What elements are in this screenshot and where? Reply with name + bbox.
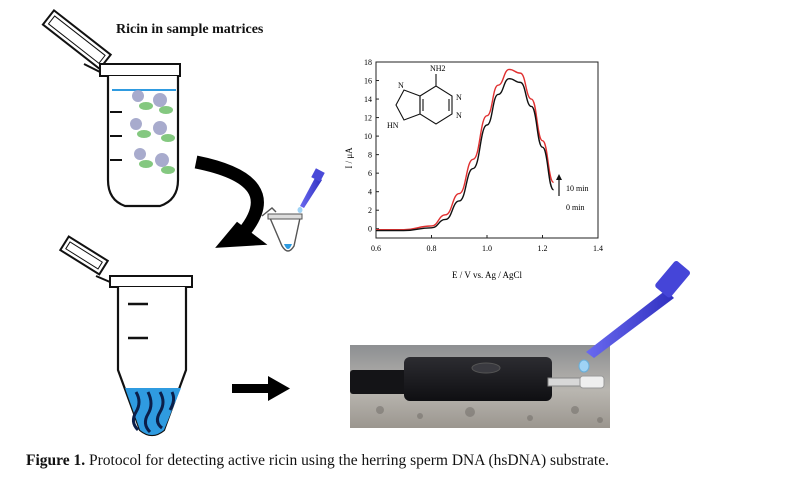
straight-arrow <box>232 376 290 401</box>
eppendorf-tube <box>58 235 193 437</box>
y-tick-label: 14 <box>364 95 372 104</box>
figure-caption: Figure 1. Protocol for detecting active … <box>26 452 609 470</box>
caption-label: Figure 1. <box>26 452 86 469</box>
adenine-molecule <box>395 74 453 125</box>
curved-arrow <box>194 155 268 248</box>
series-line-0-min <box>376 77 555 232</box>
x-tick-label: 1.2 <box>538 244 548 253</box>
microtube-small <box>261 207 303 252</box>
pipette-small <box>297 168 325 213</box>
atom-nh9: HN <box>387 121 399 130</box>
time-arrow-head <box>556 174 562 180</box>
y-axis-label: I / μA <box>344 147 354 169</box>
x-tick-label: 1.4 <box>593 244 603 253</box>
voltammogram-chart: 0 2 4 6 8 10 12 14 16 18 0.6 0.8 1.0 1.2 1.4 E / V vs… <box>344 58 603 280</box>
annotation-0min: 0 min <box>566 203 584 212</box>
y-tick-label: 18 <box>364 58 372 67</box>
y-tick-label: 6 <box>368 169 372 178</box>
series-line-10-min <box>375 68 555 231</box>
y-tick-label: 10 <box>364 132 372 141</box>
annotation-10min: 10 min <box>566 184 588 193</box>
y-tick-label: 4 <box>368 188 372 197</box>
caption-text: Protocol for detecting active ricin usin… <box>89 452 609 469</box>
sample-tube <box>41 8 181 208</box>
y-tick-label: 8 <box>368 151 372 160</box>
plot-frame <box>375 61 599 239</box>
dna-strands <box>131 391 176 434</box>
x-axis-label: E / V vs. Ag / AgCl <box>452 270 522 280</box>
sensor-device-photo <box>350 345 610 428</box>
pipette-large <box>578 261 691 373</box>
y-tick-label: 12 <box>364 114 372 123</box>
y-tick-label: 0 <box>368 225 372 234</box>
figure-title: Ricin in sample matrices <box>116 22 264 37</box>
y-tick-label: 2 <box>368 206 372 215</box>
atom-n3: N <box>456 111 462 120</box>
molecule-label: NH2 <box>430 64 446 73</box>
y-tick-label: 16 <box>364 77 372 86</box>
x-tick-label: 0.8 <box>427 244 437 253</box>
atom-n7: N <box>398 81 404 90</box>
x-tick-label: 0.6 <box>371 244 381 253</box>
ricin-protein-icons <box>130 90 175 174</box>
x-tick-label: 1.0 <box>482 244 492 253</box>
atom-n1: N <box>456 93 462 102</box>
